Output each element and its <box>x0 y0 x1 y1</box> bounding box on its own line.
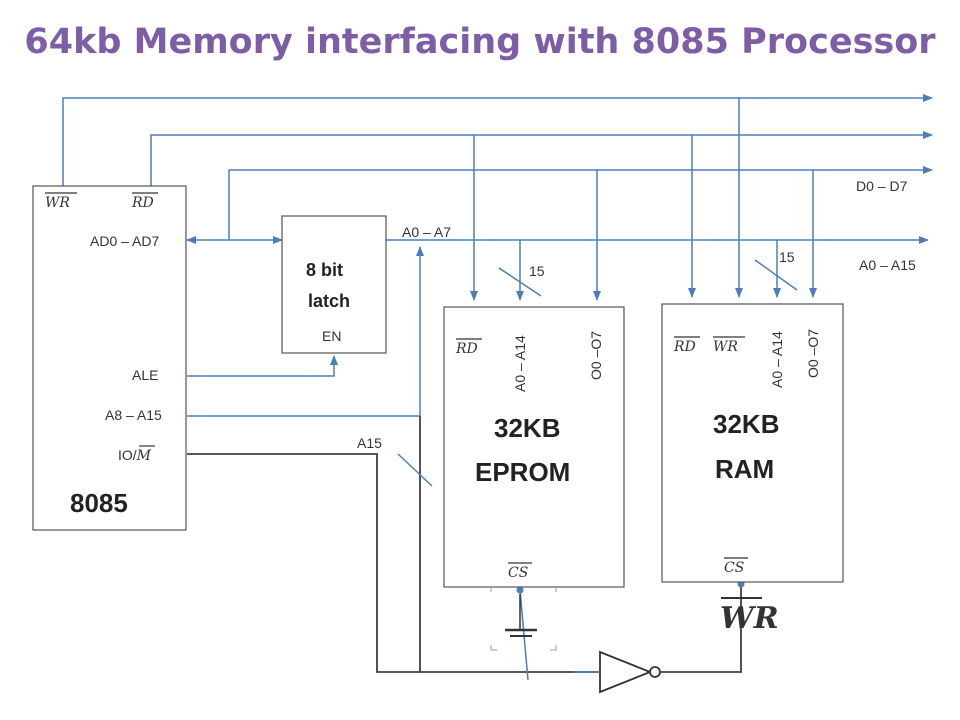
processor-8085-box <box>32 185 187 531</box>
ram-addr-label: A0 – A14 <box>769 331 785 388</box>
a15-slash <box>397 453 433 487</box>
ale-line <box>187 355 338 377</box>
ram-cs-label: CS <box>724 560 744 576</box>
eprom-title-line1: 32KB <box>494 413 560 443</box>
processor-name: 8085 <box>70 488 128 518</box>
ram-title-line2: RAM <box>715 454 774 484</box>
latched-addr-label: A0 – A7 <box>402 224 451 240</box>
ram-data-label: O0 –O7 <box>805 329 821 378</box>
eprom-addr-label: A0 – A14 <box>512 335 528 392</box>
data-bus-line <box>228 166 933 240</box>
pin-a8-a15-label: A8 – A15 <box>105 407 162 423</box>
rd-line <box>150 131 933 186</box>
wr-annotation: WR <box>720 601 779 636</box>
a15-label: A15 <box>357 435 382 451</box>
io-m-line <box>187 453 420 673</box>
eprom-data-label: O0 –O7 <box>588 331 604 380</box>
address-bus-label: A0 – A15 <box>859 257 916 273</box>
ram-title-line1: 32KB <box>713 409 779 439</box>
pin-rd-label: RD <box>131 195 154 211</box>
pin-ad-label: AD0 – AD7 <box>90 233 159 249</box>
wr-line <box>62 94 933 186</box>
pin-ale-label: ALE <box>132 367 158 383</box>
eprom-bus-width: 15 <box>529 263 545 279</box>
ram-box <box>661 303 844 583</box>
ram-bus-width: 15 <box>779 249 795 265</box>
inverter-icon <box>599 650 661 694</box>
eprom-rd-label: RD <box>455 341 478 357</box>
ground-icon <box>505 594 537 637</box>
data-bus-label: D0 – D7 <box>856 178 908 194</box>
diagram-title: 64kb Memory interfacing with 8085 Proces… <box>24 22 936 62</box>
latch-label-line2: latch <box>308 291 350 311</box>
latch-box <box>281 215 387 354</box>
pin-wr-label: WR <box>45 195 70 211</box>
ram-wr-label: WR <box>713 339 738 355</box>
eprom-cs-label: CS <box>508 565 528 581</box>
eprom-bus-slash <box>498 267 542 297</box>
ram-bus-slash <box>754 259 798 291</box>
eprom-box <box>443 306 625 588</box>
latch-label-line1: 8 bit <box>306 260 343 280</box>
eprom-title-line2: EPROM <box>475 457 570 487</box>
latch-en-label: EN <box>322 328 341 344</box>
inverter-out-line <box>660 585 742 673</box>
ground-frame <box>490 588 557 651</box>
pin-io-m-label: IO/M <box>118 447 152 464</box>
ram-rd-label: RD <box>673 339 696 355</box>
